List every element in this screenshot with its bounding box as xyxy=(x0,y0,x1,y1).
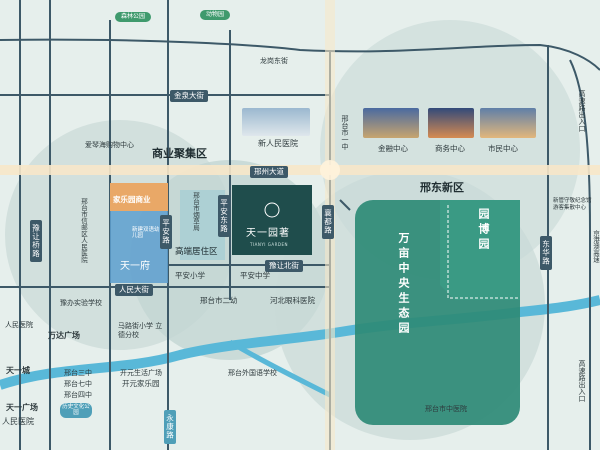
business-photo xyxy=(428,108,474,138)
project-name: 天一园著 xyxy=(246,228,290,239)
road-label-yurang-north: 豫让北街 xyxy=(265,260,303,272)
tobacco-block xyxy=(180,190,225,260)
project-ring xyxy=(264,202,280,218)
project-sub: TIANYI GARDEN xyxy=(250,242,288,247)
post-hospital-label: 邢台市信邮区人民医院 xyxy=(79,198,88,263)
crossroad-glow xyxy=(320,160,340,180)
tianyi-city-label: 天一城 xyxy=(6,366,30,375)
pingan-primary-label: 平安小学 xyxy=(175,271,205,280)
wanda-label: 万达广场 xyxy=(48,331,80,340)
road-label-pingan: 平安路 xyxy=(160,215,172,249)
xingtai-7-label: 邢台七中 xyxy=(64,380,92,388)
highway-exit-bottom: 高速路出入口 xyxy=(578,360,586,402)
road-longgang xyxy=(0,38,600,71)
xingtai-3-label: 邢台三中 xyxy=(64,369,92,377)
jialeyuan-label: 家乐园商业 xyxy=(113,195,151,204)
pingan-middle-label: 平安中学 xyxy=(240,271,270,280)
forest-park-tag: 森林公园 xyxy=(115,12,152,22)
road-label-yurang-bridge: 豫让桥路 xyxy=(30,220,42,262)
road-label-renmin: 人民大街 xyxy=(115,284,153,296)
expo-boundary xyxy=(447,205,520,299)
hebei-eye-label: 河北眼科医院 xyxy=(270,296,315,305)
yizhong-label: 邢台市一中 xyxy=(341,115,349,150)
wanmu-label: 万亩中央生态园 xyxy=(397,232,410,337)
xingtai-4-label: 邢台四中 xyxy=(64,391,92,399)
road-label-xiangdu: 襄都路 xyxy=(322,205,334,239)
renmin-hospital-label-1: 人民医院 xyxy=(5,321,33,329)
finance-photo xyxy=(363,108,419,138)
road-label-jinquan: 金泉大街 xyxy=(170,90,208,102)
history-park-label: 历史文化公园 xyxy=(60,403,92,418)
xinguang-label: 新管守敬纪念馆 游客集散中心 xyxy=(553,198,592,211)
road-label-xingzhou: 邢州大道 xyxy=(250,166,288,178)
xinrenmin-label: 新人民医院 xyxy=(258,139,298,148)
renmin-hospital-label-2: 人民医院 xyxy=(2,417,34,426)
road-xingzhou xyxy=(0,165,600,175)
road-label-yongkang: 永康路 xyxy=(164,410,176,444)
expo-garden xyxy=(440,200,520,300)
highway-side-label: 京港澳高速 xyxy=(591,230,600,263)
tianyi-square-label: 天一广场 xyxy=(6,403,38,412)
finance-label: 金融中心 xyxy=(378,144,408,153)
hospital-photo xyxy=(242,108,310,136)
jialeyuan-commerce xyxy=(110,183,168,211)
tobacco-label: 邢台市烟草局 xyxy=(191,192,200,231)
kindergarten-label: 新建双语幼儿园 xyxy=(132,227,160,239)
business-label: 商务中心 xyxy=(435,144,465,153)
road-connector xyxy=(339,199,351,211)
erzhong-label: 邢台市二幼 xyxy=(200,296,238,305)
project-plot xyxy=(232,185,312,255)
foreign-school-label: 邢台外国语学校 xyxy=(228,369,277,377)
majiaqiao-primary-label: 马路街小学 立德分校 xyxy=(118,322,163,340)
yuxiao-label: 豫办实验学校 xyxy=(60,299,102,307)
xingtai-center-label: 邢台市中医院 xyxy=(425,405,467,413)
citizen-label: 市民中心 xyxy=(488,144,518,153)
yuanbo-label: 园博园 xyxy=(477,208,490,253)
kaiyuan-jialeyuan-label: 开元家乐园 xyxy=(122,379,160,388)
highway-exit-top: 高速路出入口 xyxy=(578,90,586,132)
road-label-pingan-east: 平安东路 xyxy=(218,195,230,237)
zone-xingdong: 邢东新区 xyxy=(420,181,464,194)
zone-commerce: 商业聚集区 xyxy=(152,147,207,160)
road-label-dongyang: 东华路 xyxy=(540,236,552,270)
zoo-tag: 动物园 xyxy=(200,10,231,20)
tianyi-fu-label: 天一府 xyxy=(120,261,150,272)
zone-gaoduan: 高端居住区 xyxy=(175,247,218,257)
kaiyuan-square-label: 开元生活广场 xyxy=(120,369,162,377)
citizen-photo xyxy=(480,108,536,138)
river-branch xyxy=(228,339,332,398)
road-label-longgang: 龙岗东街 xyxy=(260,57,288,65)
road-highway xyxy=(569,59,591,450)
aiqinhai-label: 爱琴海购物中心 xyxy=(85,141,134,149)
